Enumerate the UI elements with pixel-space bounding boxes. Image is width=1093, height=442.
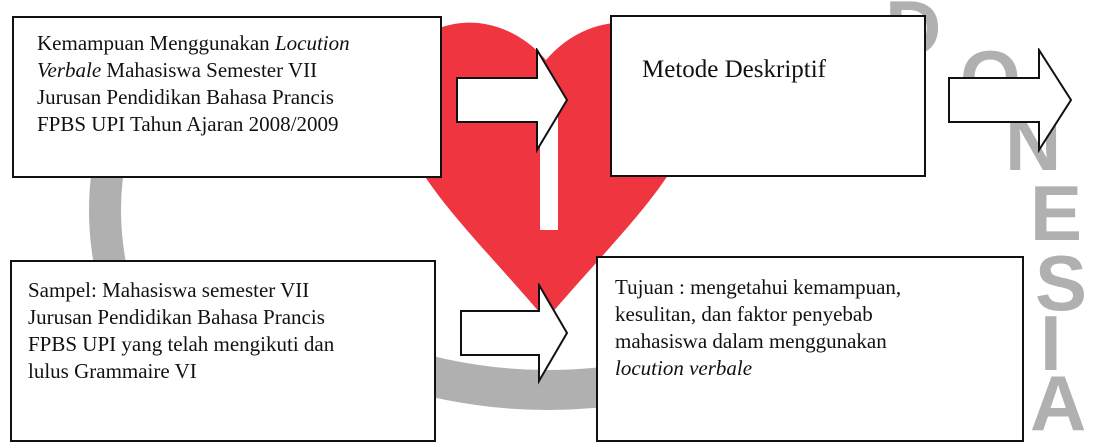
watermark-letter: E (1030, 169, 1082, 257)
box-research-topic: Kemampuan Menggunakan Locution Verbale M… (12, 16, 442, 178)
sample-line-3: FPBS UPI yang telah mengikuti dan (28, 332, 335, 356)
topic-line-3: Jurusan Pendidikan Bahasa Prancis (37, 85, 334, 109)
heart-white-bar (540, 110, 558, 230)
watermark-letter: I (1040, 299, 1062, 387)
box-method: Metode Deskriptif (610, 15, 926, 177)
topic-line-2: Verbale Mahasiswa Semester VII (37, 58, 318, 82)
sample-line-1: Sampel: Mahasiswa semester VII (28, 278, 310, 302)
arrow-right-icon (455, 48, 570, 153)
topic-line-4: FPBS UPI Tahun Ajaran 2008/2009 (37, 112, 339, 136)
topic-line-1: Kemampuan Menggunakan Locution (37, 31, 350, 55)
objective-line-4: locution verbale (615, 356, 753, 380)
watermark-letter: A (1030, 359, 1086, 432)
objective-line-1: Tujuan : mengetahui kemampuan, (615, 275, 902, 299)
box-sample: Sampel: Mahasiswa semester VII Jurusan P… (10, 260, 436, 442)
sample-line-2: Jurusan Pendidikan Bahasa Prancis (28, 305, 325, 329)
watermark-letter: S (1035, 239, 1087, 327)
objective-line-3: mahasiswa dalam menggunakan (615, 329, 887, 353)
sample-line-4: lulus Grammaire VI (28, 359, 197, 383)
arrow-right-icon (459, 283, 571, 385)
arrow-right-icon (947, 48, 1075, 153)
method-label: Metode Deskriptif (642, 56, 826, 83)
box-objective: Tujuan : mengetahui kemampuan, kesulitan… (596, 256, 1024, 442)
objective-line-2: kesulitan, dan faktor penyebab (615, 302, 873, 326)
